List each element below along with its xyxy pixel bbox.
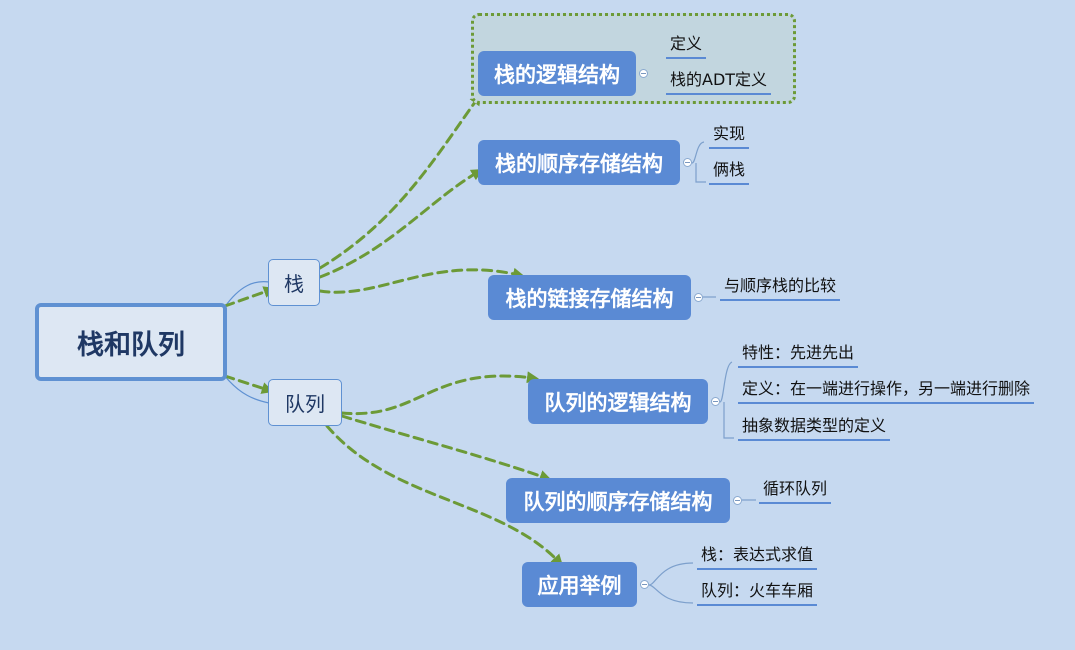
edge-queue-to-sequential bbox=[340, 414, 552, 482]
leaf-expression-evaluation[interactable]: 栈：表达式求值 bbox=[697, 541, 818, 570]
edge-stack-to-logical bbox=[318, 93, 482, 270]
collapse-toggle-stack-sequential[interactable] bbox=[683, 158, 692, 167]
edge-stack-to-sequential bbox=[318, 168, 484, 279]
collapse-toggle-application[interactable] bbox=[640, 580, 649, 589]
edge-root-to-stack bbox=[223, 286, 276, 308]
leaf-train-cars[interactable]: 队列：火车车厢 bbox=[697, 577, 818, 606]
branch-node-stack[interactable]: 栈 bbox=[268, 259, 320, 306]
leaf-queue-definition[interactable]: 定义：在一端进行操作，另一端进行删除 bbox=[738, 375, 1035, 404]
curve-root-stack bbox=[223, 281, 270, 309]
curve-root-queue bbox=[223, 374, 270, 404]
branch-node-queue[interactable]: 队列 bbox=[268, 379, 342, 426]
collapse-toggle-queue-logical[interactable] bbox=[711, 397, 720, 406]
bracket-application bbox=[648, 562, 694, 604]
topic-stack-logical-structure[interactable]: 栈的逻辑结构 bbox=[478, 51, 636, 96]
topic-stack-linked-storage[interactable]: 栈的链接存储结构 bbox=[488, 275, 691, 320]
edge-queue-to-application bbox=[325, 424, 564, 567]
topic-stack-sequential-storage[interactable]: 栈的顺序存储结构 bbox=[478, 140, 680, 185]
topic-queue-logical-structure[interactable]: 队列的逻辑结构 bbox=[528, 379, 708, 424]
leaf-dual-stack[interactable]: 俩栈 bbox=[709, 156, 750, 185]
leaf-compare-sequential-stack[interactable]: 与顺序栈的比较 bbox=[720, 272, 841, 301]
collapse-toggle-queue-sequential[interactable] bbox=[733, 496, 742, 505]
leaf-implementation[interactable]: 实现 bbox=[709, 120, 750, 149]
leaf-definition[interactable]: 定义 bbox=[666, 30, 707, 59]
topic-application-examples[interactable]: 应用举例 bbox=[522, 562, 637, 607]
root-node[interactable]: 栈和队列 bbox=[35, 303, 227, 381]
edge-stack-to-linked bbox=[318, 267, 525, 294]
leaf-circular-queue[interactable]: 循环队列 bbox=[759, 475, 832, 504]
edge-queue-to-logical bbox=[340, 371, 539, 416]
collapse-toggle-stack-logical[interactable] bbox=[639, 69, 648, 78]
edge-root-to-queue bbox=[223, 374, 274, 394]
bracket-stack-sequential bbox=[691, 141, 706, 183]
topic-queue-sequential-storage[interactable]: 队列的顺序存储结构 bbox=[506, 478, 730, 523]
leaf-stack-adt[interactable]: 栈的ADT定义 bbox=[666, 66, 772, 95]
bracket-queue-logical bbox=[719, 361, 734, 439]
leaf-fifo-property[interactable]: 特性：先进先出 bbox=[738, 339, 859, 368]
leaf-abstract-data-type[interactable]: 抽象数据类型的定义 bbox=[738, 412, 891, 441]
collapse-toggle-stack-linked[interactable] bbox=[694, 293, 703, 302]
